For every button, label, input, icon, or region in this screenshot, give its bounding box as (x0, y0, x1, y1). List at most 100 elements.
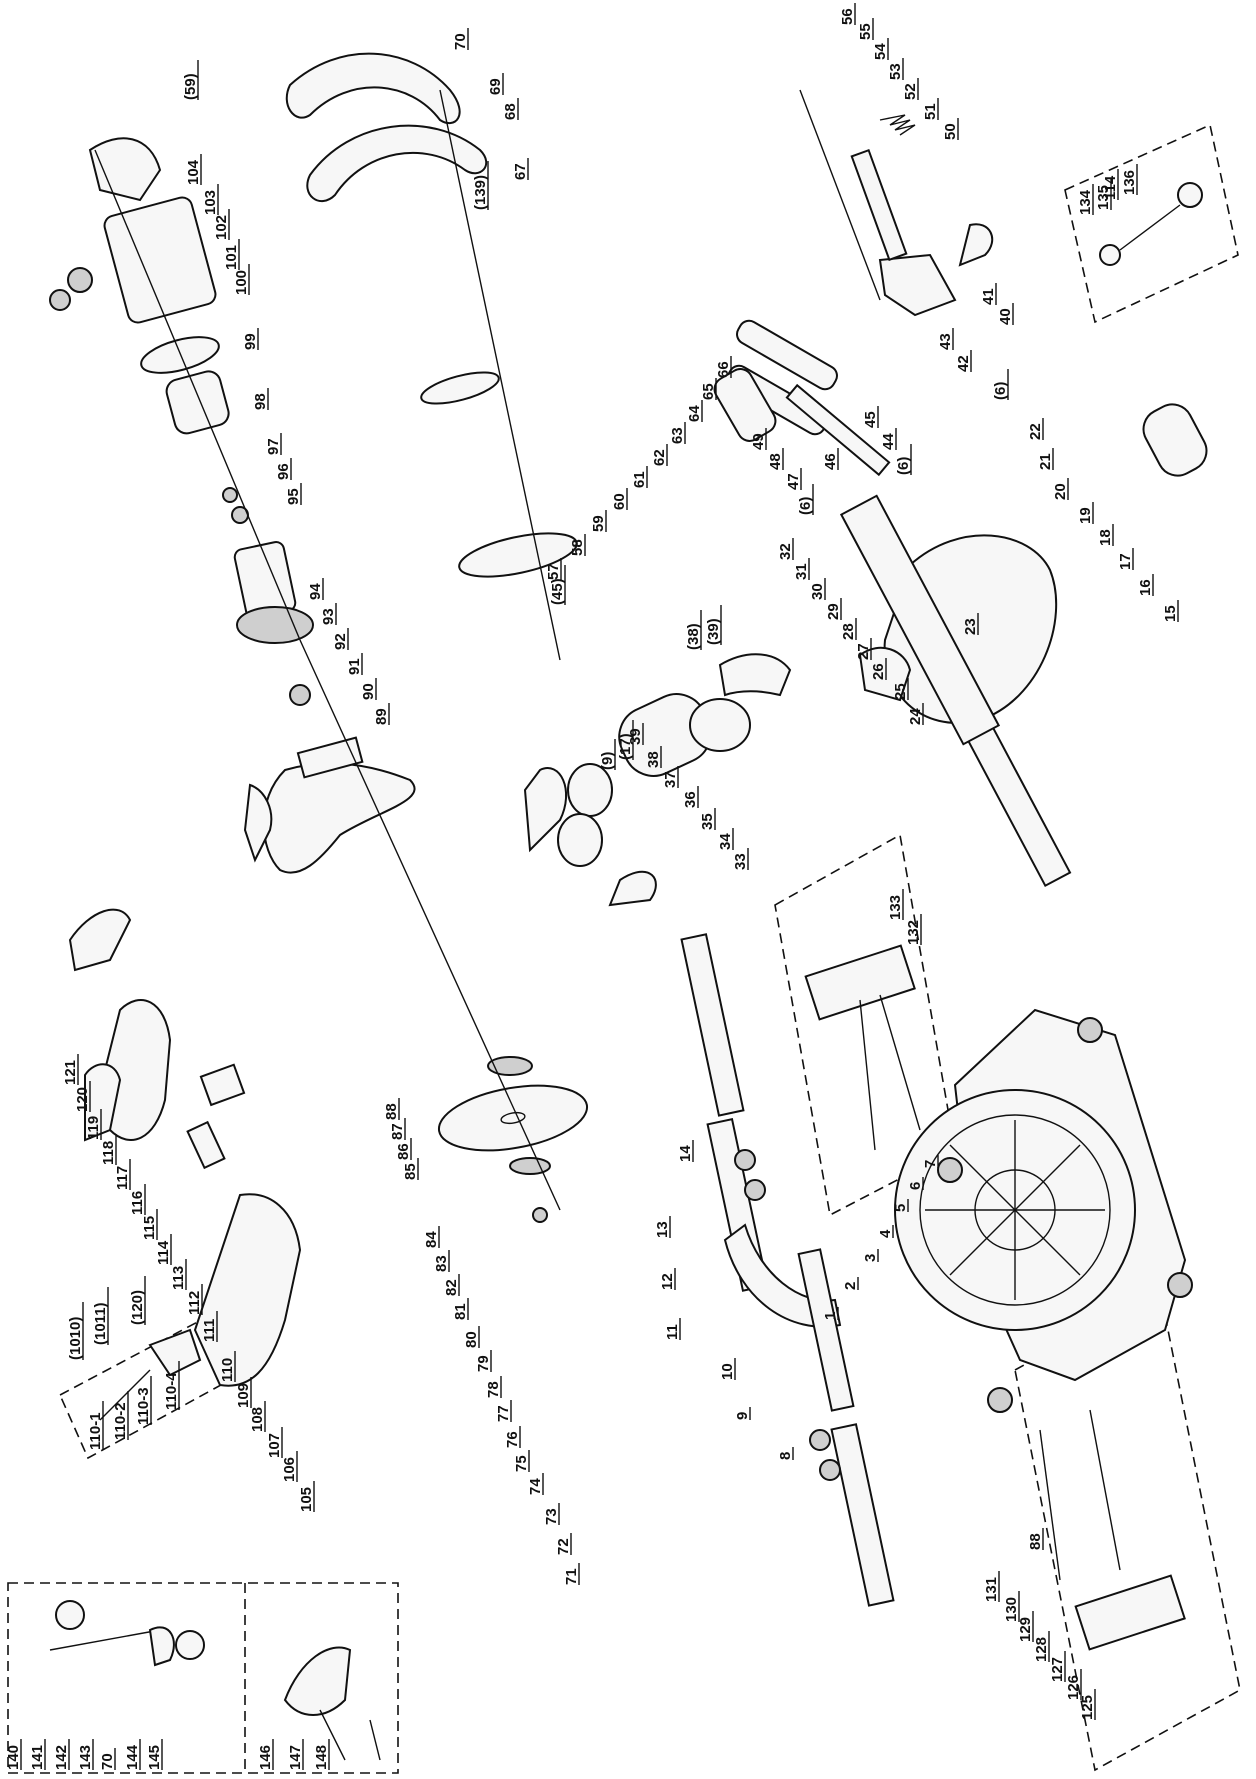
callout-p38b: (38) (685, 623, 702, 650)
kit-134-parts (1099, 182, 1203, 266)
callout-p110_4: 110-4 (163, 1372, 180, 1410)
callout-p1011: (1011) (92, 1302, 109, 1345)
callout-p73: 73 (543, 1508, 560, 1525)
callout-p28: 28 (840, 623, 857, 640)
callout-p11: 11 (664, 1324, 681, 1340)
callout-p33: 33 (732, 853, 749, 870)
callout-p41: 41 (980, 288, 997, 305)
callout-p85: 85 (402, 1163, 419, 1180)
callout-p77: 77 (495, 1405, 512, 1422)
callout-p58: 58 (569, 539, 586, 556)
callout-p91: 91 (346, 658, 363, 675)
callout-p48: 48 (767, 453, 784, 470)
callout-p35: 35 (699, 813, 716, 830)
callout-p80: 80 (463, 1331, 480, 1348)
callout-p1010: (1010) (67, 1317, 84, 1360)
callout-p70b: 70 (99, 1753, 116, 1770)
callout-p74: 74 (527, 1478, 544, 1495)
callout-p62: 62 (651, 449, 668, 466)
kit-125-parts (1039, 1409, 1186, 1651)
callout-p100: 100 (233, 270, 250, 295)
callout-p44: 44 (880, 433, 897, 450)
callout-p55: 55 (857, 23, 874, 40)
callout-p95: 95 (285, 488, 302, 505)
callout-p90: 90 (360, 683, 377, 700)
callout-p39: 39 (627, 728, 644, 745)
callout-p66: 66 (715, 361, 732, 378)
callout-p72: 72 (555, 1538, 572, 1555)
callout-p27: 27 (855, 643, 872, 660)
callout-p3: 3 (862, 1254, 879, 1262)
callout-p14: 14 (677, 1145, 694, 1162)
callout-p6b: (6) (895, 457, 912, 475)
callout-p146: 146 (257, 1745, 274, 1770)
callout-p52: 52 (902, 83, 919, 100)
callout-p67: 67 (512, 163, 529, 180)
assembly-axis-lines (94, 89, 881, 1211)
callout-p110_1: 110-1 (87, 1412, 104, 1450)
callout-p129: 129 (1017, 1617, 1034, 1642)
upper-guard (243, 736, 416, 874)
callout-p37: 37 (662, 771, 679, 788)
callout-p133: 133 (887, 895, 904, 920)
callout-p119: 119 (85, 1116, 102, 1140)
callout-p126: 126 (1065, 1675, 1082, 1700)
callout-p82: 82 (443, 1279, 460, 1296)
callout-p109: 109 (235, 1383, 252, 1408)
callout-p121: 121 (62, 1060, 79, 1085)
callout-p115: 115 (141, 1216, 158, 1240)
callout-p148: 148 (313, 1745, 330, 1770)
callout-p83: 83 (433, 1255, 450, 1272)
callout-p110_3: 110-3 (135, 1387, 152, 1425)
callout-p1: 1 (822, 1312, 839, 1320)
callout-p13: 13 (654, 1221, 671, 1238)
callout-p54: 54 (872, 43, 889, 60)
callout-p112: 112 (186, 1291, 203, 1315)
callout-p38: 38 (645, 751, 662, 768)
callout-p141: 141 (29, 1745, 46, 1770)
callout-p34: 34 (717, 833, 734, 850)
lower-blade-guard (285, 52, 488, 202)
kit-box-132 (774, 833, 956, 1217)
callout-p84: 84 (423, 1231, 440, 1248)
callout-p75: 75 (513, 1455, 530, 1472)
callout-p59: 59 (590, 515, 607, 532)
callout-p9b: (9) (599, 752, 616, 770)
callout-p40: 40 (997, 308, 1014, 325)
callout-p88: 88 (383, 1103, 400, 1120)
callout-p140: 140 (5, 1745, 22, 1770)
callout-p56: 56 (839, 8, 856, 25)
callout-p45b: (45) (549, 578, 566, 605)
callout-p79: 79 (475, 1355, 492, 1372)
callout-p87: 87 (389, 1123, 406, 1140)
callout-p130: 130 (1003, 1597, 1020, 1622)
callout-p71: 71 (563, 1568, 580, 1585)
kit-bottom-left-parts (49, 1600, 381, 1761)
callout-p29: 29 (825, 603, 842, 620)
callout-p64: 64 (686, 405, 703, 422)
callout-p45: 45 (862, 411, 879, 428)
guard-cover (420, 371, 500, 405)
callout-p6c: (6) (797, 497, 814, 515)
callout-p89: 89 (373, 708, 390, 725)
saw-blade (437, 1056, 589, 1223)
callout-p139: (139) (472, 175, 489, 210)
callout-p143: 143 (77, 1745, 94, 1770)
callout-p23: 23 (962, 618, 979, 635)
callout-p93: 93 (320, 608, 337, 625)
callout-p31: 31 (793, 563, 810, 580)
callout-p135: 135 (1095, 185, 1112, 210)
callout-p46: 46 (822, 453, 839, 470)
callout-p18: 18 (1097, 529, 1114, 546)
fence-assembly (680, 933, 895, 1607)
callout-p4: 4 (877, 1229, 894, 1238)
callout-p81: 81 (452, 1303, 469, 1320)
callout-p63: 63 (669, 427, 686, 444)
callout-p53: 53 (887, 63, 904, 80)
callout-p42: 42 (955, 355, 972, 372)
callout-p125: 125 (1079, 1695, 1096, 1720)
callout-p8: 8 (777, 1452, 794, 1460)
callout-p36: 36 (682, 791, 699, 808)
callout-p59b: (59) (182, 73, 199, 100)
